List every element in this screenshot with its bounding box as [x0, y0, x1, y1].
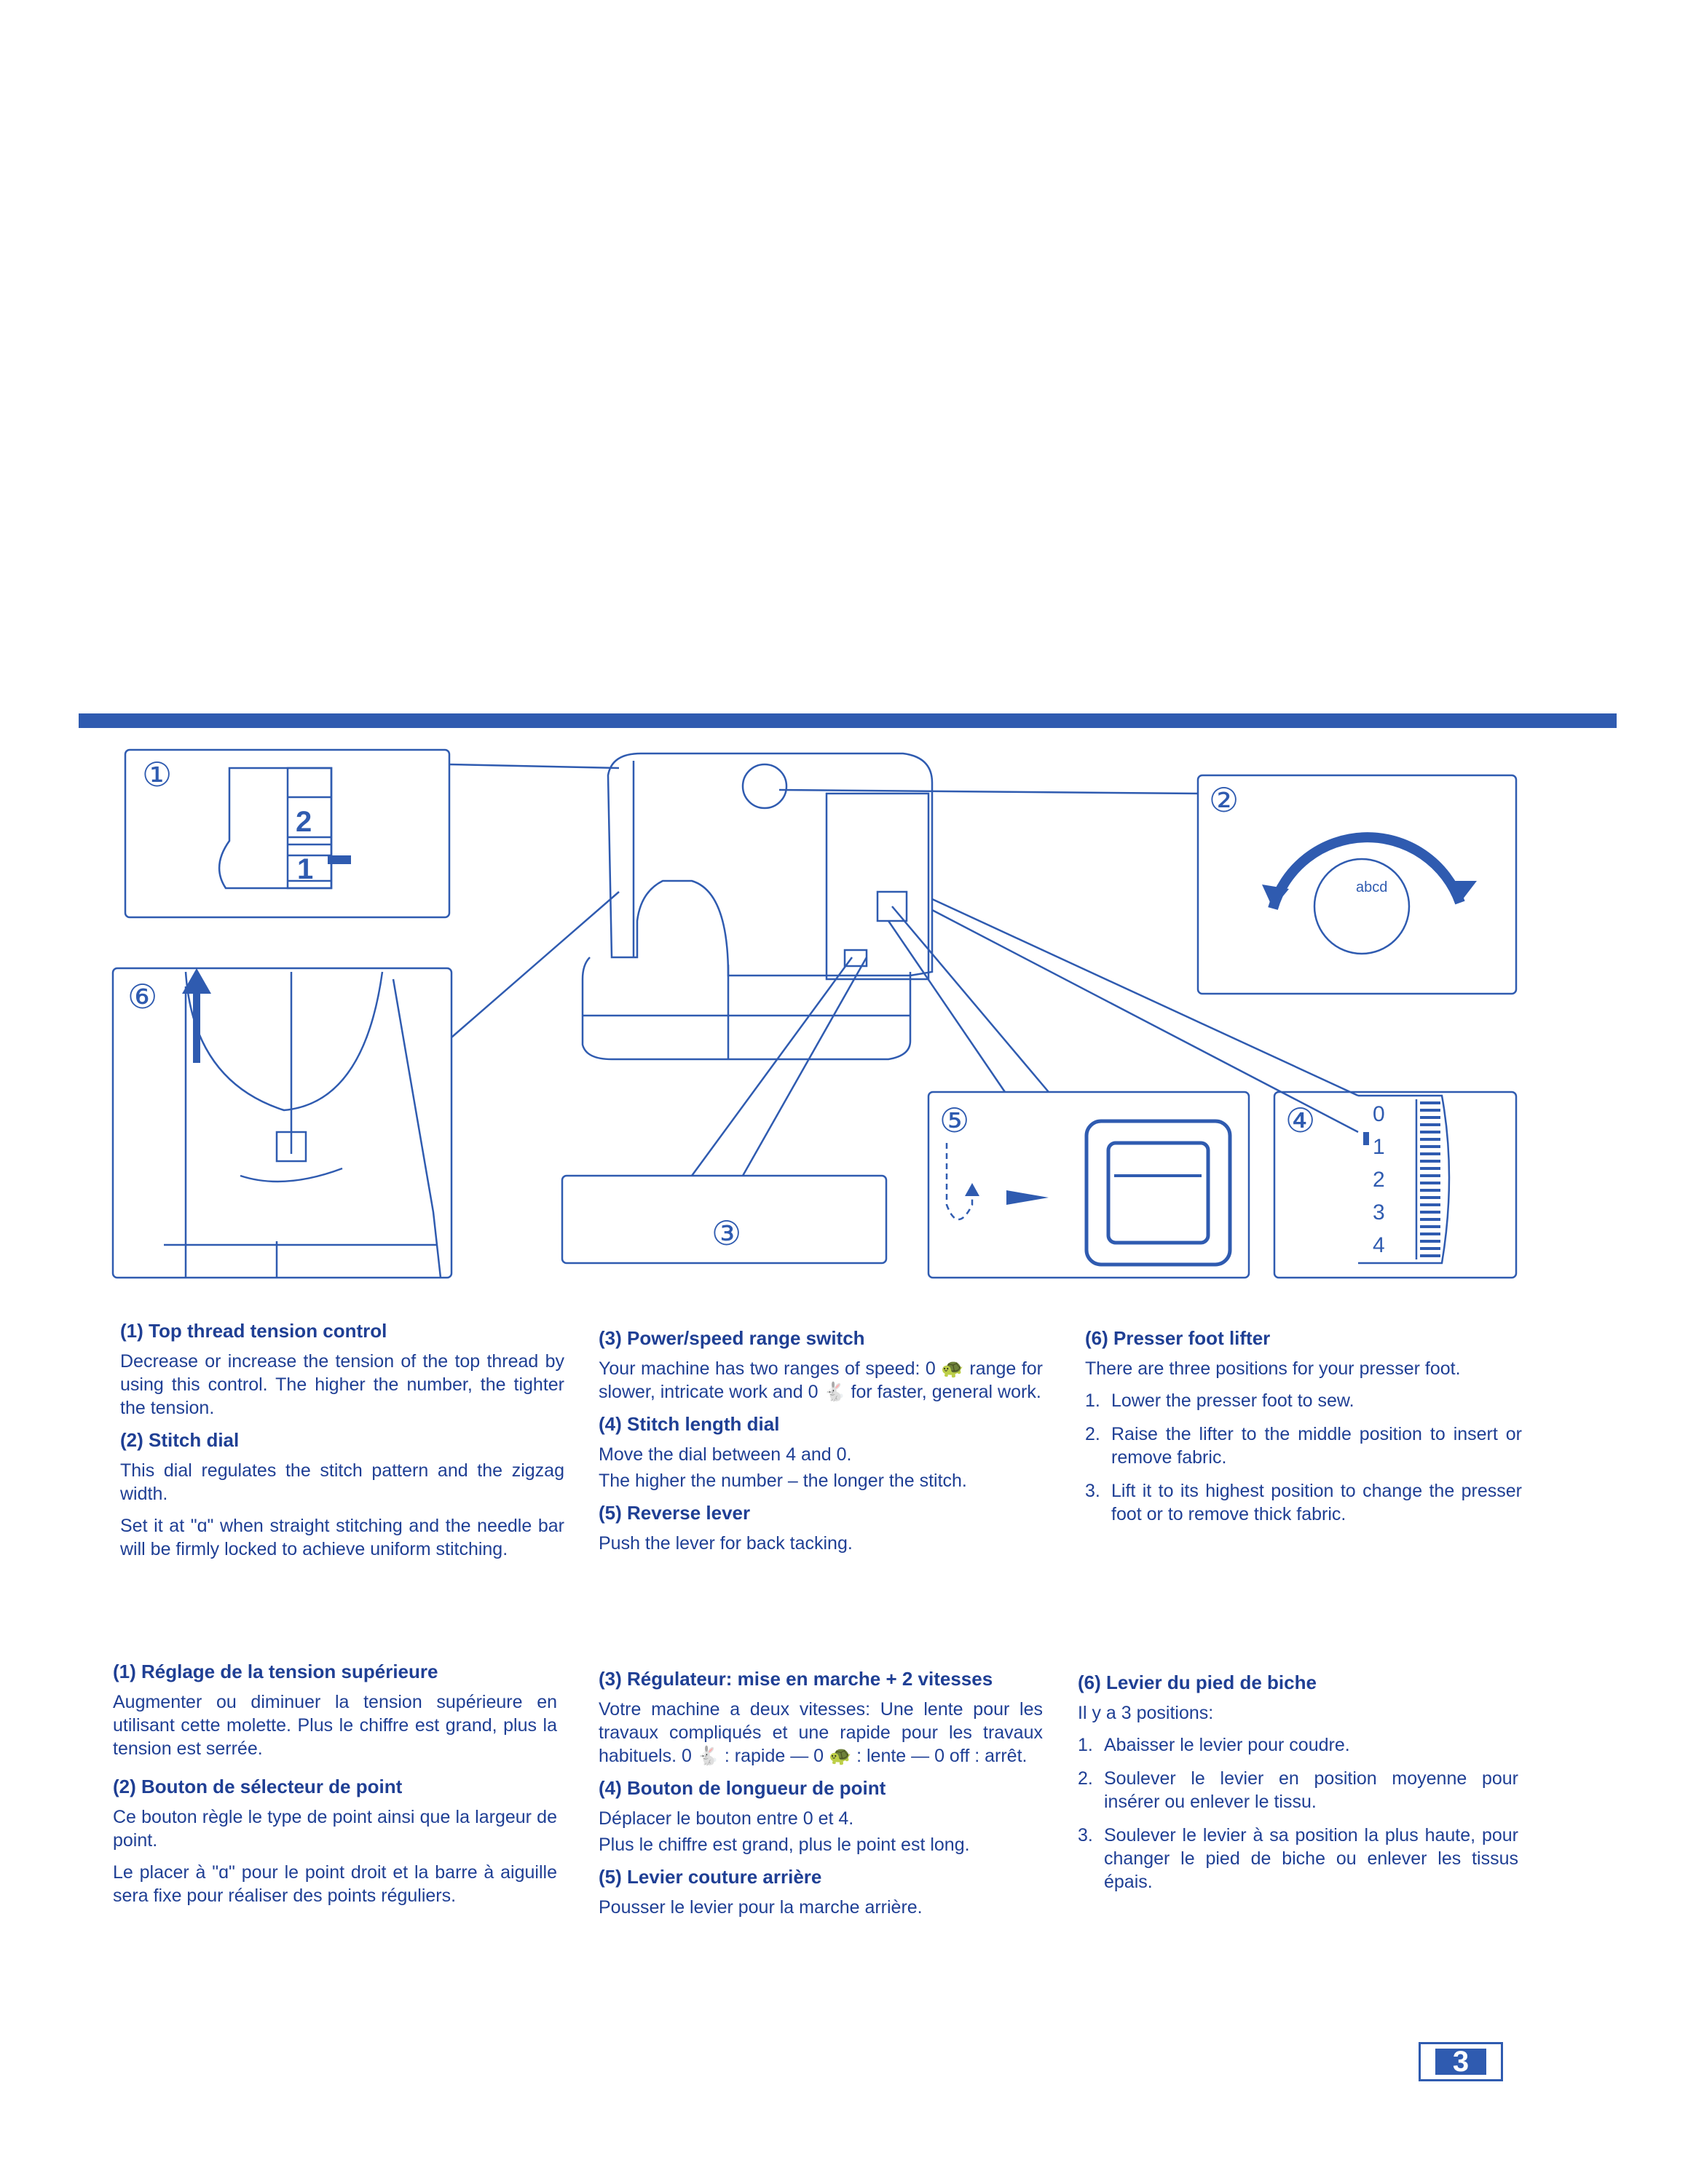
text-reglage-tension: Augmenter ou diminuer la tension supérie… — [113, 1692, 557, 1759]
text-couture-arriere: Pousser le levier pour la marche arrière… — [599, 1897, 923, 1918]
page-number-box: 3 — [1419, 2042, 1503, 2081]
heading-stitch-length: (4) Stitch length dial — [599, 1413, 780, 1435]
text-presser-foot: There are three positions for your press… — [1085, 1358, 1461, 1379]
callout-4: ④ — [1285, 1101, 1315, 1139]
machine-body — [607, 752, 934, 977]
panel-power-switch — [561, 1174, 888, 1265]
heading-regulateur: (3) Régulateur: mise en marche + 2 vites… — [599, 1668, 993, 1690]
heading-longueur-point: (4) Bouton de longueur de point — [599, 1777, 886, 1799]
heading-presser-foot: (6) Presser foot lifter — [1085, 1327, 1271, 1349]
pied-de-biche-list: 1.Abaisser le levier pour coudre. 2.Soul… — [1078, 1733, 1518, 1894]
panel-presser-foot — [111, 967, 453, 1279]
heading-stitch-dial: (2) Stitch dial — [120, 1429, 240, 1451]
text-stitch-dial-set: Set it at "ɑ" when straight stitching an… — [120, 1516, 564, 1559]
text-top-thread-tension: Decrease or increase the tension of the … — [120, 1351, 564, 1418]
panel-stitch-dial — [1196, 774, 1518, 995]
length-2: 2 — [1373, 1168, 1385, 1192]
tension-housing — [218, 767, 333, 890]
callout-1: ① — [142, 756, 172, 794]
page-number: 3 — [1435, 2047, 1486, 2076]
length-4: 4 — [1373, 1233, 1385, 1257]
heading-selecteur-point: (2) Bouton de sélecteur de point — [113, 1776, 403, 1797]
heading-top-thread-tension: (1) Top thread tension control — [120, 1320, 387, 1342]
panel-tension — [124, 748, 451, 919]
list-item: 1.Lower the presser foot to sew. — [1085, 1390, 1354, 1411]
length-1: 1 — [1373, 1135, 1385, 1159]
text-pied-de-biche: Il y a 3 positions: — [1078, 1703, 1214, 1723]
english-col-3: (6) Presser foot lifter There are three … — [1085, 1326, 1522, 1536]
french-col-2: (3) Régulateur: mise en marche + 2 vites… — [599, 1667, 1043, 1928]
text-stitch-length-b: The higher the number – the longer the s… — [599, 1471, 967, 1491]
panel-stitch-length — [1273, 1091, 1518, 1279]
tension-number-2: 2 — [296, 806, 312, 838]
length-3: 3 — [1373, 1200, 1385, 1224]
machine-base — [581, 957, 912, 1061]
french-col-3: (6) Levier du pied de biche Il y a 3 pos… — [1078, 1671, 1518, 1904]
panel-reverse-lever — [927, 1091, 1250, 1279]
dial-letters: abcd — [1356, 879, 1387, 895]
text-stitch-dial: This dial regulates the stitch pattern a… — [120, 1460, 564, 1504]
header-rule — [79, 713, 1617, 728]
text-power-switch: Your machine has two ranges of speed: 0 … — [599, 1358, 1043, 1402]
callout-2: ② — [1209, 781, 1239, 819]
text-selecteur-placer: Le placer à "ɑ" pour le point droit et l… — [113, 1862, 557, 1906]
callout-5: ⑤ — [939, 1101, 969, 1139]
sewing-machine-diagram: ① ② ③ ④ ⑤ ⑥ 2 1 abcd 0 1 2 3 4 — [111, 748, 1518, 1279]
callout-6: ⑥ — [127, 978, 157, 1016]
english-col-1: (1) Top thread tension control Decrease … — [120, 1319, 564, 1570]
tension-number-1: 1 — [297, 853, 313, 885]
heading-couture-arriere: (5) Levier couture arrière — [599, 1866, 822, 1888]
stitch-dial-knob — [1313, 858, 1411, 955]
presser-foot-list: 1.Lower the presser foot to sew. 2.Raise… — [1085, 1389, 1522, 1526]
text-selecteur-point: Ce bouton règle le type de point ainsi q… — [113, 1807, 557, 1851]
text-regulateur: Votre machine a deux vitesses: Une lente… — [599, 1699, 1043, 1766]
list-item: 2.Soulever le levier en position moyenne… — [1078, 1768, 1518, 1812]
heading-power-switch: (3) Power/speed range switch — [599, 1327, 865, 1349]
list-item: 3.Soulever le levier à sa position la pl… — [1078, 1825, 1518, 1892]
list-item: 2.Raise the lifter to the middle positio… — [1085, 1424, 1522, 1468]
heading-reglage-tension: (1) Réglage de la tension supérieure — [113, 1661, 438, 1682]
english-col-2: (3) Power/speed range switch Your machin… — [599, 1326, 1043, 1564]
heading-reverse-lever: (5) Reverse lever — [599, 1502, 751, 1524]
text-reverse-lever: Push the lever for back tacking. — [599, 1533, 853, 1554]
list-item: 1.Abaisser le levier pour coudre. — [1078, 1735, 1350, 1755]
length-0: 0 — [1373, 1102, 1385, 1126]
text-longueur-b: Plus le chiffre est grand, plus le point… — [599, 1835, 970, 1855]
pattern-knob — [741, 763, 788, 810]
callout-3: ③ — [711, 1214, 741, 1252]
dial-arrow — [1268, 832, 1465, 910]
french-col-1: (1) Réglage de la tension supérieure Aug… — [113, 1660, 557, 1916]
heading-pied-de-biche: (6) Levier du pied de biche — [1078, 1671, 1317, 1693]
tension-scale — [286, 767, 333, 890]
list-item: 3.Lift it to its highest position to cha… — [1085, 1481, 1522, 1524]
text-longueur-a: Déplacer le bouton entre 0 et 4. — [599, 1808, 854, 1829]
text-stitch-length-a: Move the dial between 4 and 0. — [599, 1444, 852, 1465]
